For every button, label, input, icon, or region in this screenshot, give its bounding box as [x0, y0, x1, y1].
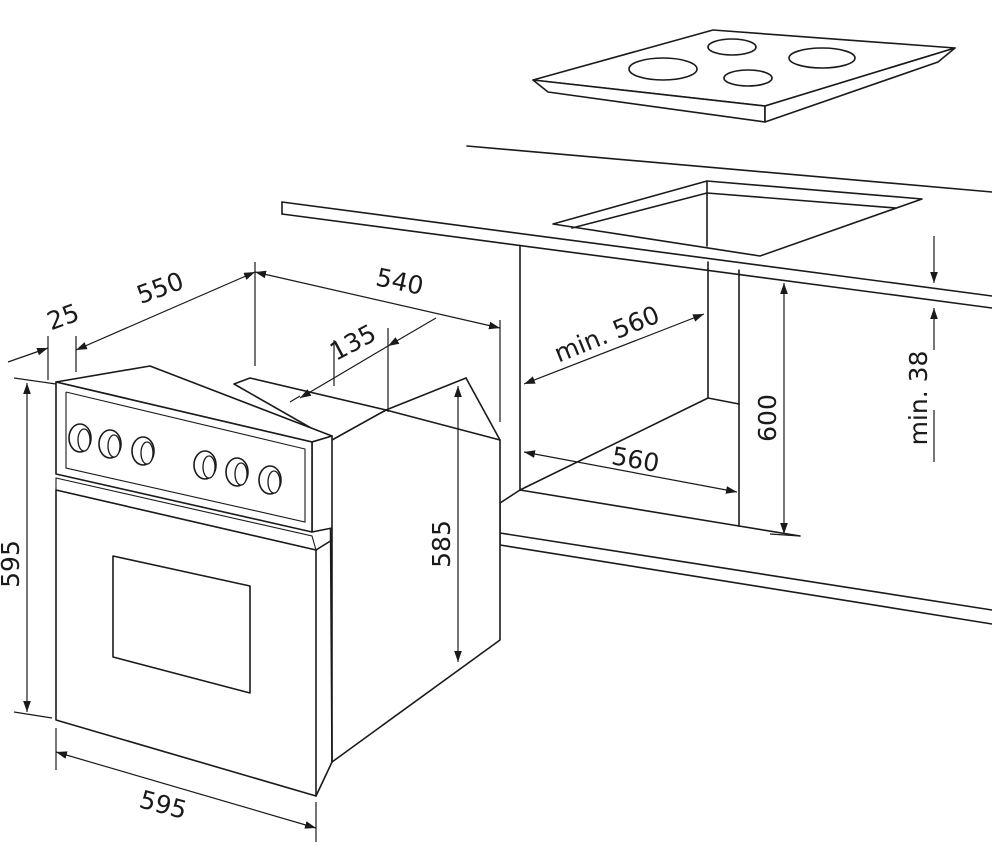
dim-135-line-right — [387, 317, 437, 347]
label-540: 540 — [373, 263, 426, 301]
label-min560: min. 560 — [550, 300, 664, 368]
burner-rear-left — [707, 38, 757, 56]
label-585: 585 — [427, 520, 456, 568]
knob-1 — [68, 423, 92, 453]
dimension-lines — [7, 236, 938, 842]
dim-135-line-left — [299, 377, 335, 399]
label-min38: min. 38 — [904, 351, 933, 446]
burner-right — [788, 47, 856, 69]
dim-540-line — [254, 270, 501, 330]
dim-25-line — [7, 347, 49, 363]
label-600: 600 — [753, 394, 782, 442]
dim-550-line — [75, 271, 256, 351]
knob-4 — [193, 450, 217, 480]
label-560: 560 — [609, 441, 661, 478]
knob-6 — [258, 465, 282, 495]
label-595-height: 595 — [0, 540, 25, 588]
oven — [55, 365, 501, 797]
knob-2 — [98, 429, 122, 459]
burner-front-left — [628, 57, 698, 81]
knob-5 — [225, 457, 249, 487]
dim-595-width-line — [55, 751, 317, 829]
burner-front-right — [723, 69, 773, 87]
knob-3 — [131, 436, 155, 466]
dim-min560-line — [523, 313, 705, 385]
dim-560-line — [523, 450, 738, 494]
hob — [532, 29, 956, 123]
label-595-width: 595 — [136, 785, 190, 825]
label-550: 550 — [133, 266, 188, 310]
label-25: 25 — [43, 298, 83, 336]
